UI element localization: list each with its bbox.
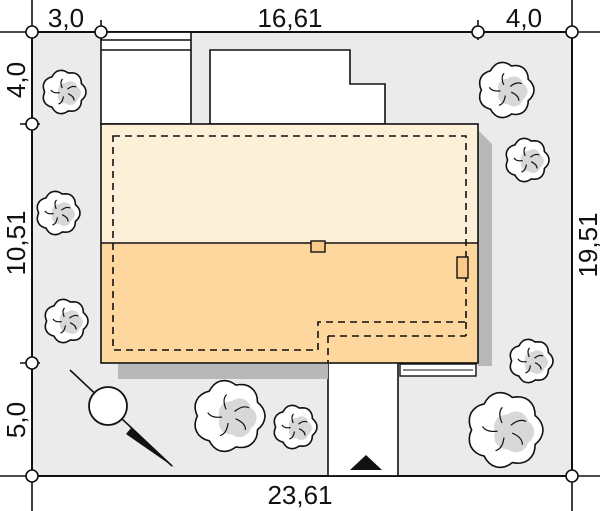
roof-outline-dashed	[112, 135, 467, 351]
house-shadow	[118, 364, 328, 379]
dimension-left-bottom: 5,0	[1, 402, 31, 438]
dimension-top-right: 4,0	[506, 3, 542, 33]
dimension-top-middle: 16,61	[257, 3, 322, 33]
dimension-nodes	[25, 25, 579, 483]
house-upper-zone	[101, 124, 478, 243]
tree-icon	[42, 69, 87, 115]
tree-icon	[273, 404, 318, 450]
tree-icon	[505, 137, 550, 183]
dimension-right: 19,51	[573, 212, 600, 277]
dimension-bottom: 23,61	[267, 480, 332, 510]
dimension-left-middle: 10,51	[1, 210, 31, 275]
tree-icon	[468, 391, 544, 469]
dimension-top-left: 3,0	[48, 3, 84, 33]
compass-needle-icon	[69, 369, 175, 468]
tree-icon	[194, 379, 266, 453]
entrance-triangle-icon	[350, 455, 382, 470]
driveway	[327, 361, 399, 477]
tree-icon	[478, 61, 535, 119]
dimension-left-top: 4,0	[1, 62, 31, 98]
tree-icon	[509, 338, 554, 384]
neighbor-building-left	[100, 31, 192, 125]
skylight-marker	[456, 256, 469, 279]
house-lower-zone	[101, 243, 478, 363]
tree-icon	[44, 298, 89, 344]
chimney-marker	[310, 240, 326, 253]
tree-icon	[36, 190, 81, 236]
